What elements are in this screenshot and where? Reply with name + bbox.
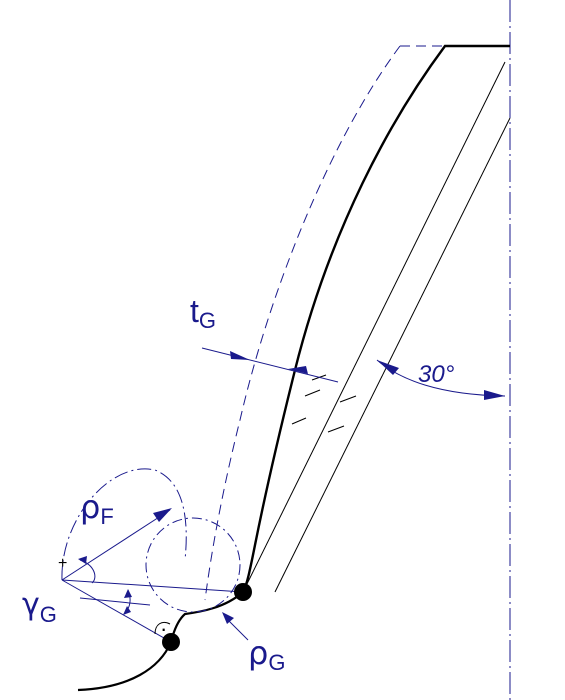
rho-g-arrow xyxy=(222,612,234,624)
angle-arrow-right xyxy=(484,390,505,400)
gamma-label: γG xyxy=(22,587,57,627)
root-fillet-curve xyxy=(169,591,244,643)
plus-rotation-arrow xyxy=(78,556,87,564)
plus-rotation-arc xyxy=(79,559,96,584)
tg-arrow-left xyxy=(230,351,250,360)
tg-arrow-right xyxy=(288,366,308,374)
rho-g-circle xyxy=(145,517,241,613)
contact-point-lower xyxy=(162,633,180,651)
angle-arrow-left xyxy=(377,360,399,375)
gamma-arrow-top xyxy=(124,589,132,598)
parallel-line-upper xyxy=(242,61,506,593)
contact-point-upper xyxy=(234,583,252,601)
right-angle-dot: · xyxy=(160,616,167,641)
gamma-arrow-bottom xyxy=(123,606,131,615)
plus-sign: + xyxy=(58,555,67,572)
rho-g-label: ρG xyxy=(248,634,285,675)
gamma-line-horizontal xyxy=(61,579,244,593)
rho-f-circle-arc xyxy=(61,468,187,581)
gamma-leader xyxy=(79,597,151,606)
parallel-line-lower xyxy=(274,117,511,593)
rho-f-arrow xyxy=(153,508,172,522)
tg-dimension-line xyxy=(201,347,339,383)
gamma-line-lower xyxy=(61,579,172,643)
rho-f-label: ρF xyxy=(80,488,114,529)
right-angle-marker xyxy=(154,621,171,635)
tooth-thickness-label: tG xyxy=(190,293,216,333)
rho-f-radius-line xyxy=(61,509,171,581)
tooth-flank-profile xyxy=(241,44,510,593)
angle-label: 30° xyxy=(418,361,455,388)
dashed-flank-curve xyxy=(204,45,445,601)
lower-root-curve xyxy=(77,641,173,692)
